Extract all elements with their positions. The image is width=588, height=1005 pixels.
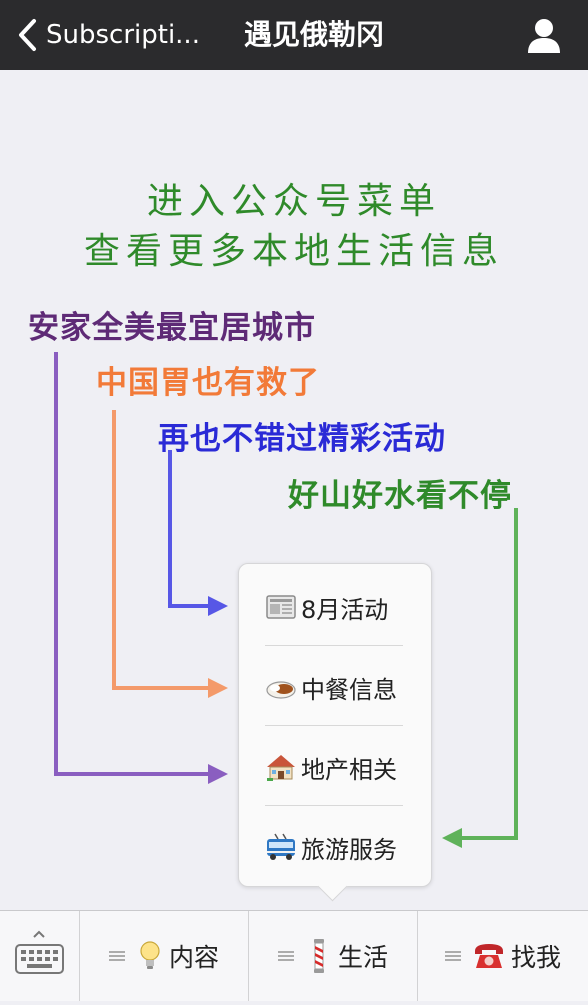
lightbulb-icon [140, 941, 160, 969]
feature-text-scenery: 好山好水看不停 [288, 478, 512, 514]
headline-line-1: 进入公众号菜单 [146, 181, 441, 222]
menu-item-label: 地产相关 [301, 755, 397, 784]
headline-line-2: 查看更多本地生活信息 [83, 231, 504, 272]
keyboard-toggle-button[interactable] [0, 911, 80, 1001]
menu-divider [265, 725, 403, 726]
menu-lines-icon [108, 951, 125, 961]
arrowhead-blue [208, 596, 228, 616]
arrowhead-green [442, 828, 462, 848]
back-button[interactable]: Subscripti... [14, 0, 200, 70]
barber-pole-icon [313, 939, 324, 973]
menu-lines-icon [444, 951, 461, 961]
feature-text-chinese-food: 中国胃也有救了 [96, 365, 320, 401]
tab-label: 内容 [168, 943, 219, 972]
person-icon[interactable] [524, 15, 564, 55]
telephone-icon [474, 944, 503, 968]
arrow-blue [168, 450, 208, 608]
tab-label: 找我 [510, 943, 561, 972]
feature-text-livable-city: 安家全美最宜居城市 [28, 310, 316, 346]
menu-lines-icon [277, 951, 294, 961]
arrowhead-orange [208, 678, 228, 698]
tab-content[interactable]: 内容 [80, 911, 249, 1001]
navigation-bar: Subscripti... 遇见俄勒冈 [0, 0, 588, 70]
menu-tab-bar: 内容 生活 找我 [0, 910, 588, 1001]
menu-item-travel[interactable]: 旅游服务 [265, 808, 405, 886]
menu-item-events[interactable]: 8月活动 [265, 568, 405, 646]
chevron-left-icon [19, 19, 36, 51]
tab-label: 生活 [337, 943, 388, 972]
back-label: Subscripti... [46, 20, 200, 50]
trolleybus-icon [267, 833, 295, 860]
arrow-green [462, 508, 518, 840]
page-title: 遇见俄勒冈 [243, 18, 384, 51]
popup-submenu: 8月活动 中餐信息 地产相关 [238, 563, 432, 902]
menu-item-label: 中餐信息 [301, 675, 397, 704]
feature-text-events: 再也不错过精彩活动 [158, 421, 446, 457]
menu-item-label: 旅游服务 [301, 835, 397, 864]
menu-item-real-estate[interactable]: 地产相关 [265, 728, 405, 806]
tab-life[interactable]: 生活 [249, 911, 418, 1001]
keyboard-icon [15, 930, 64, 974]
menu-item-label: 8月活动 [301, 595, 389, 624]
menu-divider [265, 805, 403, 806]
newspaper-icon [266, 595, 296, 619]
tab-contact[interactable]: 找我 [418, 911, 588, 1001]
menu-divider [265, 645, 403, 646]
house-icon [267, 755, 295, 781]
menu-item-chinese-food[interactable]: 中餐信息 [265, 648, 405, 726]
curry-rice-icon [266, 681, 296, 699]
arrowhead-purple [208, 764, 228, 784]
article-canvas: 进入公众号菜单 查看更多本地生活信息 安家全美最宜居城市 中国胃也有救了 再也不… [0, 70, 588, 910]
